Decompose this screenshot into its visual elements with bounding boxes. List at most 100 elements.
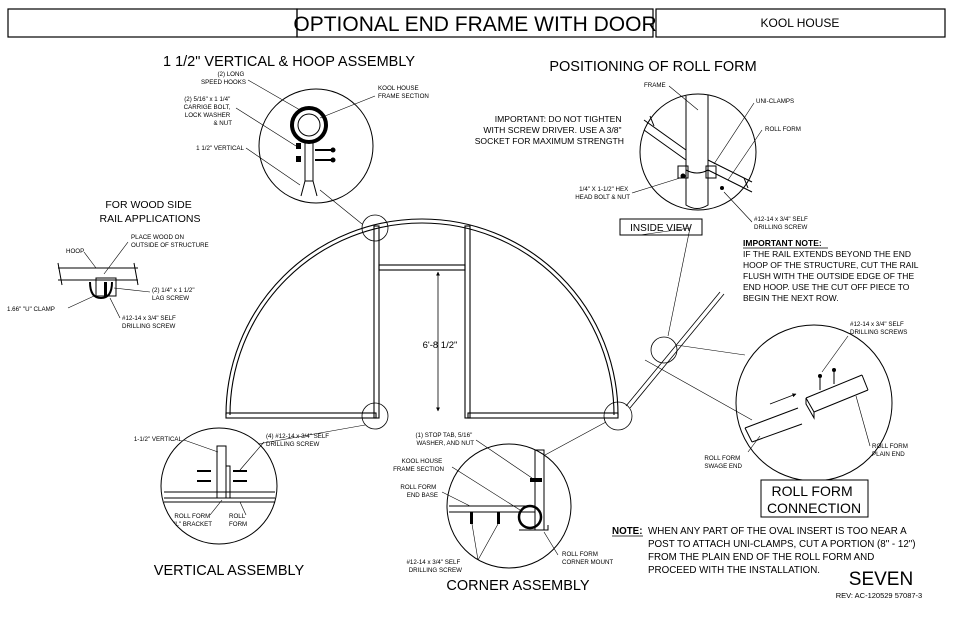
corner-detail-circle: [446, 443, 572, 569]
leader-frame: [451, 466, 521, 511]
hoop-inner: [229, 222, 615, 416]
connection-screw-1: [818, 374, 822, 378]
leader-screw: [723, 191, 753, 223]
note-heading: NOTE:: [612, 526, 642, 537]
roll-form-right: [707, 159, 753, 193]
header-blank-box: [7, 8, 298, 38]
label-lag-screw: (2) 1/4" x 1 1/2" LAG SCREW: [152, 287, 196, 302]
header-brand-box: [655, 8, 946, 38]
connection-detail-circle: [735, 324, 893, 482]
label-l-bracket: ROLL FORM "L" BRACKET: [173, 513, 212, 528]
hook-head-2: [330, 157, 336, 163]
important-note: IMPORTANT NOTE: IF THE RAIL EXTENDS BEYO…: [743, 238, 919, 303]
leader-screw: [109, 297, 121, 319]
leader-inside-view-b: [667, 227, 691, 337]
roll-form-connection-detail: #12-14 x 3/4" SELF DRILLING SCREWS ROLL …: [704, 321, 910, 518]
wood-side-title: FOR WOOD SIDE RAIL APPLICATIONS: [100, 199, 201, 225]
carriage-bolt-2: [296, 156, 301, 162]
frame-pipe-section: [517, 504, 543, 530]
label-connection-screws: #12-14 x 3/4" SELF DRILLING SCREWS: [850, 321, 907, 336]
label-swage-end: ROLL FORM SWAGE END: [704, 455, 742, 470]
roll-form-rail-a: [625, 291, 721, 407]
inside-view-circle: [639, 93, 757, 211]
hoop-outer: [225, 218, 619, 416]
leader-base-screws: [471, 523, 499, 561]
leader-screws: [821, 335, 849, 373]
label-hex-bolt: 1/4" X 1-1/2" HEX HEAD BOLT & NUT: [575, 186, 630, 201]
inside-view-box: [619, 218, 703, 236]
installation-note: NOTE: WHEN ANY PART OF THE OVAL INSERT I…: [612, 526, 918, 576]
roll-form-position-detail: POSITIONING OF ROLL FORM FRAME UNI-CLAMP…: [475, 59, 810, 236]
leader-vertical-tube: [245, 147, 301, 186]
vertical-assembly-title: VERTICAL ASSEMBLY: [154, 563, 305, 579]
label-place-wood: PLACE WOOD ON OUTSIDE OF STRUCTURE: [131, 234, 209, 249]
revision-label: REV: AC-120529 57087-3: [836, 591, 922, 600]
stop-tab: [530, 478, 542, 482]
plain-end-piece: [805, 374, 869, 420]
leader-bolt: [235, 107, 297, 147]
uni-clamp-2: [705, 165, 717, 179]
leader-uni-clamps: [713, 102, 755, 165]
connection-screw-2: [832, 368, 836, 372]
page-number: SEVEN: [849, 569, 913, 590]
corner-assembly-detail: (1) STOP TAB, 5/16" WASHER, AND NUT KOOL…: [393, 432, 613, 594]
label-vertical-tube: 1 1/2" VERTICAL: [196, 145, 244, 152]
leader-hoop: [83, 251, 97, 269]
leader-screws: [239, 441, 265, 471]
hoop-detail-circle: [258, 88, 374, 204]
note-body: WHEN ANY PART OF THE OVAL INSERT IS TOO …: [648, 526, 918, 576]
screw-4: [233, 480, 247, 482]
plain-end-cut: [861, 374, 869, 391]
hoop-assembly-detail: 1 1/2" VERTICAL & HOOP ASSEMBLY (2) LONG…: [163, 54, 429, 204]
label-roll-form: ROLL FORM: [765, 126, 801, 133]
roll-form-break: [649, 115, 749, 189]
leader-uclamp: [67, 295, 95, 309]
leader-hex-bolt: [631, 177, 681, 194]
lag-screw: [104, 282, 107, 296]
corner-frame-tube: [534, 449, 545, 531]
hex-bolt: [680, 173, 686, 179]
label-drilling-screw: #12-14 x 3/4" SELF DRILLING SCREW: [754, 216, 810, 231]
label-roll-form: ROLL FORM: [229, 513, 247, 528]
leader-connection: [675, 344, 746, 356]
connection-title-box: [760, 479, 869, 518]
leader-hooks: [247, 79, 301, 111]
leader-hoop: [319, 189, 363, 225]
leader-plain: [855, 395, 871, 447]
leader-endbase: [441, 491, 471, 507]
vertical-post-right: [464, 225, 471, 419]
label-hoop: HOOP: [66, 248, 84, 255]
label-corner-screw: #12-14 x 3/4" SELF DRILLING SCREW: [406, 559, 462, 574]
label-carriage-bolt: (2) 5/16" x 1 1/4" CARRIGE BOLT, LOCK WA…: [184, 96, 233, 127]
leader-corner-mount: [543, 531, 559, 556]
roll-form-left: [643, 119, 687, 161]
base-rail-right: [467, 412, 619, 419]
swage-end-piece: [744, 407, 803, 443]
page-title: OPTIONAL END FRAME WITH DOOR: [293, 13, 656, 36]
label-drilling-screws: (4) #12-14 x 3/4" SELF DRILLING SCREW: [266, 433, 331, 448]
u-clamp: [89, 281, 113, 300]
header: OPTIONAL END FRAME WITH DOOR KOOL HOUSE: [7, 8, 946, 38]
label-wood-drilling-screw: #12-14 x 3/4" SELF DRILLING SCREW: [122, 315, 178, 330]
vertical-tube: [216, 445, 227, 499]
roll-form-base: [164, 491, 275, 503]
leader-stoptab: [475, 439, 533, 479]
leader-inside-view: [639, 227, 691, 236]
insert-arrow: [769, 393, 797, 405]
roll-form-position-title: POSITIONING OF ROLL FORM: [549, 59, 756, 75]
vertical-assembly-detail: 1-1/2" VERTICAL (4) #12-14 x 3/4" SELF D…: [134, 427, 331, 579]
leader-connection-b: [644, 359, 753, 421]
label-plain-end: ROLL FORM PLAIN END: [872, 443, 910, 458]
hoop-assembly-title: 1 1/2" VERTICAL & HOOP ASSEMBLY: [163, 54, 415, 70]
leader-lag: [113, 287, 151, 293]
frame-upright: [685, 95, 709, 170]
label-uni-clamps: UNI-CLAMPS: [756, 98, 794, 105]
pipe-break: [57, 262, 139, 286]
self-drilling-screw: [720, 186, 724, 190]
base-screw-1: [470, 512, 473, 524]
leader-bracket: [209, 499, 223, 516]
callout-circle-vertical: [361, 402, 389, 430]
header-title-box: [296, 8, 654, 38]
leader-vertical: [257, 424, 366, 445]
vertical-detail-circle: [160, 427, 278, 545]
